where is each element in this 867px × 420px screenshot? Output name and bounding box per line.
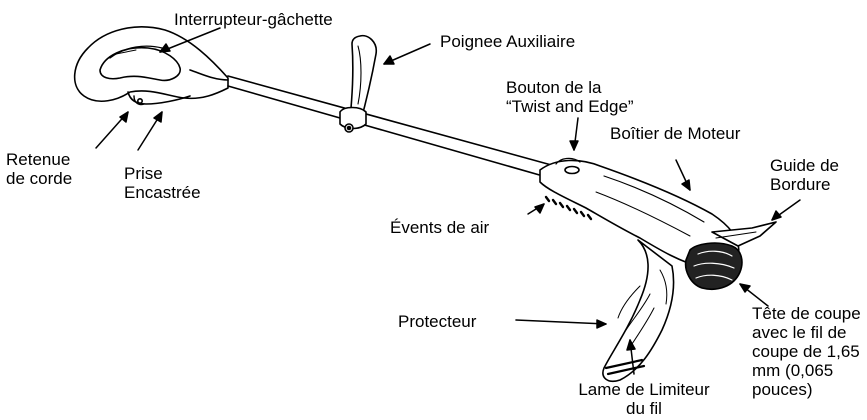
cord-retainer — [133, 95, 145, 106]
guard — [602, 239, 675, 383]
label-auxiliary-handle: Poignee Auxiliaire — [440, 32, 576, 51]
label-line-blade-line1: Lame de Limiteur — [578, 380, 710, 399]
label-line-limiter-blade: Lame de Limiteur du fil — [554, 380, 734, 418]
label-air-vents: Évents de air — [390, 218, 490, 237]
label-cutting-head-line2: avec le fil de — [752, 323, 847, 342]
rear-handle — [73, 26, 229, 105]
label-cutting-head-line5: pouces) — [752, 380, 813, 399]
label-twist-and-edge-button: Bouton de la “Twist and Edge” — [506, 78, 634, 116]
label-line-blade-line2: du fil — [626, 399, 662, 418]
main-shaft — [227, 75, 556, 179]
label-edge-guide-line2: Bordure — [770, 175, 831, 194]
label-trigger-switch: Interrupteur-gâchette — [174, 10, 333, 29]
label-edge-guide: Guide de Bordure — [770, 156, 839, 194]
label-edge-guide-line1: Guide de — [770, 156, 839, 175]
label-twist-edge-line2: “Twist and Edge” — [506, 97, 634, 116]
label-cord-retainer: Retenue de corde — [6, 150, 72, 188]
label-recessed-grip-line2: Encastrée — [124, 183, 201, 202]
cutting-head — [684, 242, 743, 290]
pointer-arrows — [95, 27, 801, 375]
label-cord-retainer-line1: Retenue — [6, 150, 71, 169]
auxiliary-handle — [339, 34, 378, 133]
label-recessed-grip: Prise Encastrée — [124, 164, 201, 202]
label-motor-housing: Boîtier de Moteur — [610, 124, 741, 143]
label-cutting-head: Tête de coupe avec le fil de coupe de 1,… — [752, 304, 861, 399]
label-twist-edge-line1: Bouton de la — [506, 78, 602, 97]
label-cutting-head-line4: mm (0,065 — [752, 361, 834, 380]
label-cutting-head-line3: coupe de 1,65 — [752, 342, 860, 361]
label-guard: Protecteur — [398, 312, 477, 331]
label-cutting-head-line1: Tête de coupe — [752, 304, 861, 323]
label-cord-retainer-line2: de corde — [6, 169, 73, 188]
air-vents — [544, 195, 593, 221]
label-recessed-grip-line1: Prise — [124, 164, 163, 183]
edge-guide — [711, 221, 777, 247]
